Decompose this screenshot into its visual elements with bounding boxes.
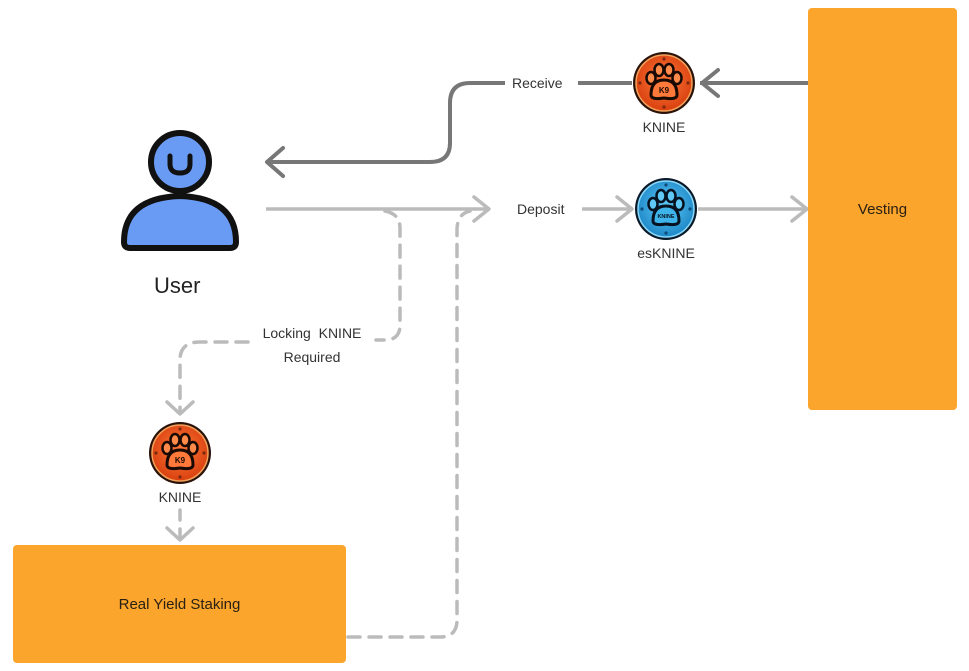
real-yield-staking-node: Real Yield Staking [13,545,346,663]
locking-label-line2: Required [283,349,341,365]
deposit-edge [266,195,809,223]
locking-label: Locking KNINE Required [248,321,376,369]
knine-badge-text: K9 [659,86,670,95]
locking-label-line1: Locking KNINE [262,325,362,341]
staking-label: Real Yield Staking [118,595,241,613]
staking-to-deposit-edge [346,209,472,639]
receive-edge [265,68,808,178]
locking-edge [165,209,402,542]
knine-token-icon: K9 [633,52,695,114]
vesting-label: Vesting [857,200,908,218]
esknine-label: esKNINE [637,245,695,261]
knine-token-icon: K9 [149,422,211,484]
deposit-label: Deposit [511,201,571,217]
vesting-node: Vesting [808,8,957,410]
user-icon [121,130,239,251]
esknine-badge-text: KNINE [657,214,674,220]
knine-bottom-label: KNINE [158,489,202,505]
receive-label: Receive [506,75,569,91]
knine-badge-text: K9 [175,456,186,465]
esknine-token-icon: KNINE [635,178,697,240]
knine-top-label: KNINE [642,119,686,135]
user-label: User [154,273,201,298]
